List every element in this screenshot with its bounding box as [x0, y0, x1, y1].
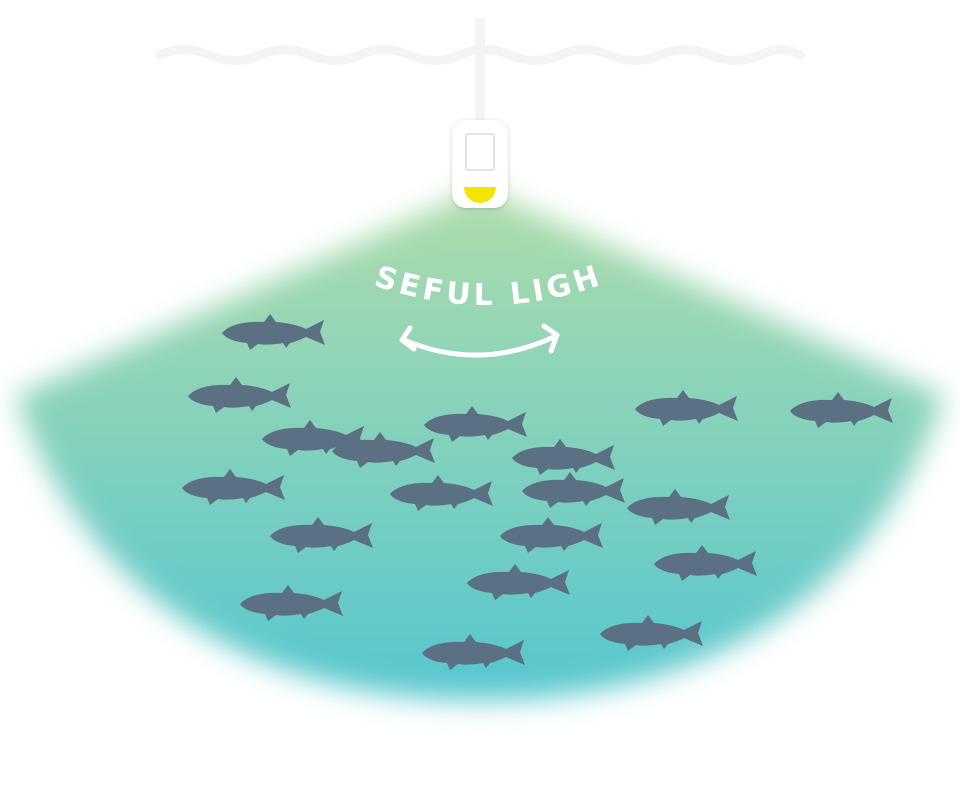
housing-window — [465, 133, 495, 171]
double-arrow — [399, 323, 560, 358]
light-beam — [16, 188, 944, 700]
led-lamp — [464, 187, 496, 203]
mounting-pole — [475, 18, 485, 130]
